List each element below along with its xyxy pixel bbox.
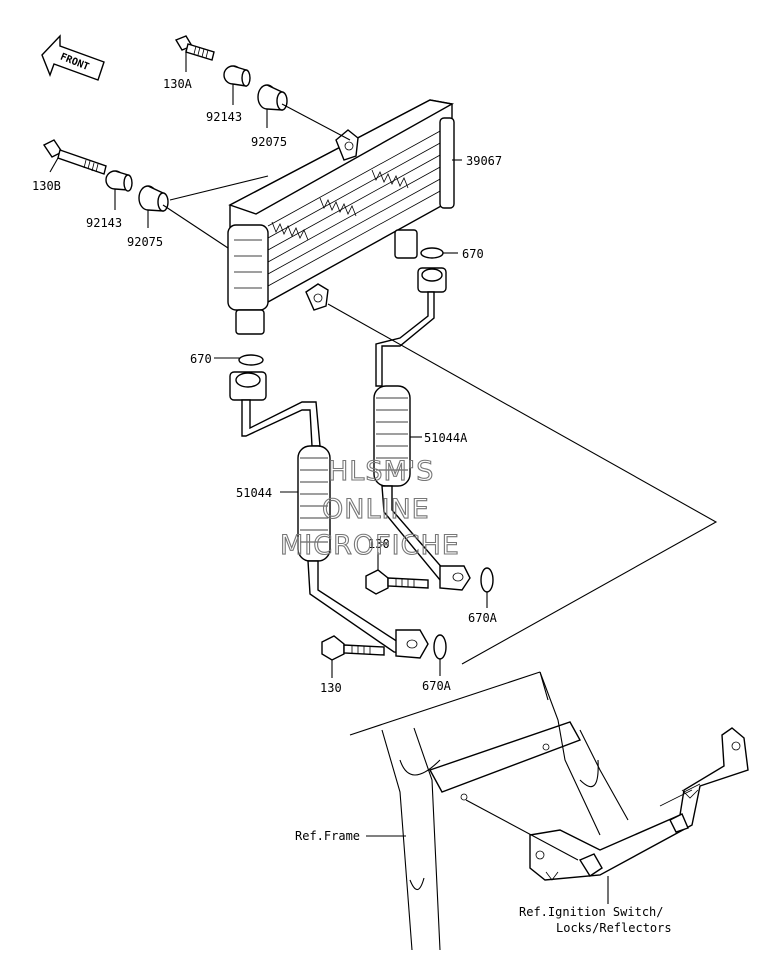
label-92075-left: 92075 (127, 235, 163, 249)
watermark-line3: MICROFICHE (280, 530, 460, 561)
label-51044: 51044 (236, 486, 272, 500)
bolt-130b-icon (42, 139, 107, 175)
label-130a: 130A (163, 77, 193, 91)
label-ref-frame: Ref.Frame (295, 829, 360, 843)
oring-670-right-icon (420, 247, 444, 259)
label-670a-lower: 670A (422, 679, 452, 693)
label-ref-ignition-line1: Ref.Ignition Switch/ (519, 905, 664, 919)
collar-92143-left-icon (105, 170, 133, 192)
bracket-icon (529, 727, 749, 881)
label-670-right: 670 (462, 247, 484, 261)
grommet-92075-left-icon (138, 185, 169, 212)
frame-icon (349, 671, 629, 951)
label-92075-top: 92075 (251, 135, 287, 149)
bolt-130-lower-icon (321, 635, 385, 661)
oring-670a-lower-icon (433, 634, 447, 660)
oil-cooler-39067-icon (227, 99, 455, 335)
label-92143-top: 92143 (206, 110, 242, 124)
label-130-lower: 130 (320, 681, 342, 695)
label-130-upper: 130 (368, 537, 390, 551)
hose-51044a-icon (373, 267, 471, 591)
grommet-92075-top-icon (257, 84, 288, 111)
watermark-line2: ONLINE (322, 494, 430, 525)
front-arrow-icon: FRONT (41, 34, 105, 81)
leader-lines (49, 50, 718, 904)
label-670-left: 670 (190, 352, 212, 366)
label-130b: 130B (32, 179, 61, 193)
oring-670a-upper-icon (480, 567, 494, 593)
label-92143-left: 92143 (86, 216, 122, 230)
oring-670-left-icon (238, 354, 264, 366)
label-ref-ignition-line2: Locks/Reflectors (556, 921, 672, 935)
label-39067: 39067 (466, 154, 502, 168)
bolt-130a-icon (174, 35, 215, 61)
watermark-line1: HLSM'S (328, 456, 434, 487)
label-51044a: 51044A (424, 431, 468, 445)
label-670a-upper: 670A (468, 611, 498, 625)
collar-92143-top-icon (223, 65, 251, 87)
hose-51044-icon (229, 371, 429, 659)
bolt-130-upper-icon (365, 569, 429, 595)
